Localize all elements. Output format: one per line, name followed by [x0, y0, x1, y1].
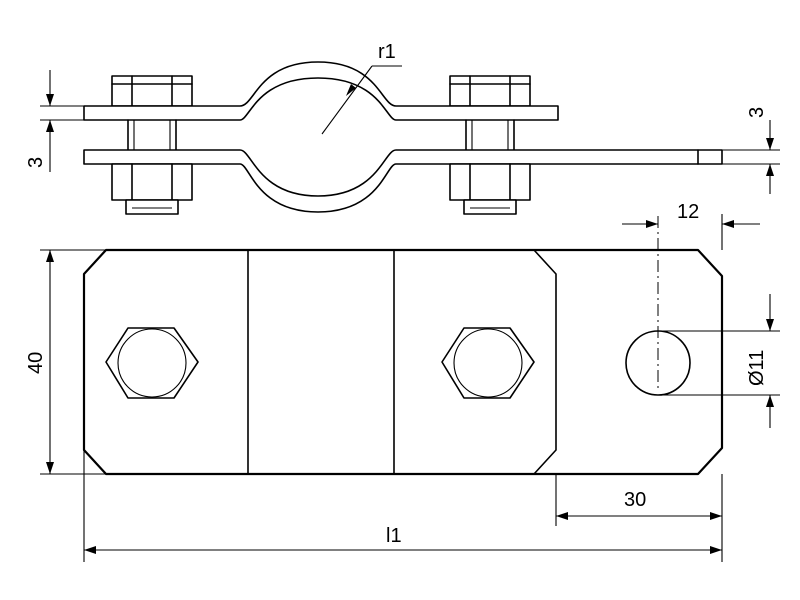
- left-hex-nut: [105, 327, 199, 399]
- height-dimension: 40: [25, 249, 106, 475]
- hole-diameter-dimension: Ø11: [660, 294, 780, 428]
- right-thickness-dimension: 3: [722, 107, 780, 194]
- upper-left-nut: [111, 75, 193, 107]
- total-length-dimension: l1: [83, 450, 723, 562]
- right-hex-nut: [441, 327, 535, 399]
- side-view: r1 3 3: [25, 41, 780, 215]
- plate-outline: [82, 248, 724, 476]
- tab-length-dimension: 30: [555, 474, 723, 526]
- lower-right-nut: [449, 163, 531, 215]
- plan-view: 12 Ø11 40 30: [25, 201, 780, 562]
- right-bolt-shank: [465, 119, 515, 151]
- hole-offset-label: 12: [677, 201, 699, 223]
- hole-offset-dimension: 12: [622, 201, 760, 250]
- mounting-hole: [625, 216, 691, 396]
- left-thickness-dimension: 3: [25, 70, 84, 172]
- radius-dimension: r1: [321, 41, 402, 135]
- tab-length-label: 30: [624, 489, 646, 511]
- upper-right-nut: [449, 75, 531, 107]
- upper-strap: [83, 61, 559, 121]
- total-length-label: l1: [386, 525, 402, 547]
- radius-label: r1: [378, 41, 396, 63]
- hole-diameter-label: Ø11: [746, 350, 768, 386]
- height-label: 40: [25, 352, 47, 374]
- left-bolt-shank: [127, 119, 177, 151]
- left-thickness-label: 3: [25, 157, 47, 168]
- right-thickness-label: 3: [746, 107, 768, 118]
- lower-left-nut: [111, 163, 193, 215]
